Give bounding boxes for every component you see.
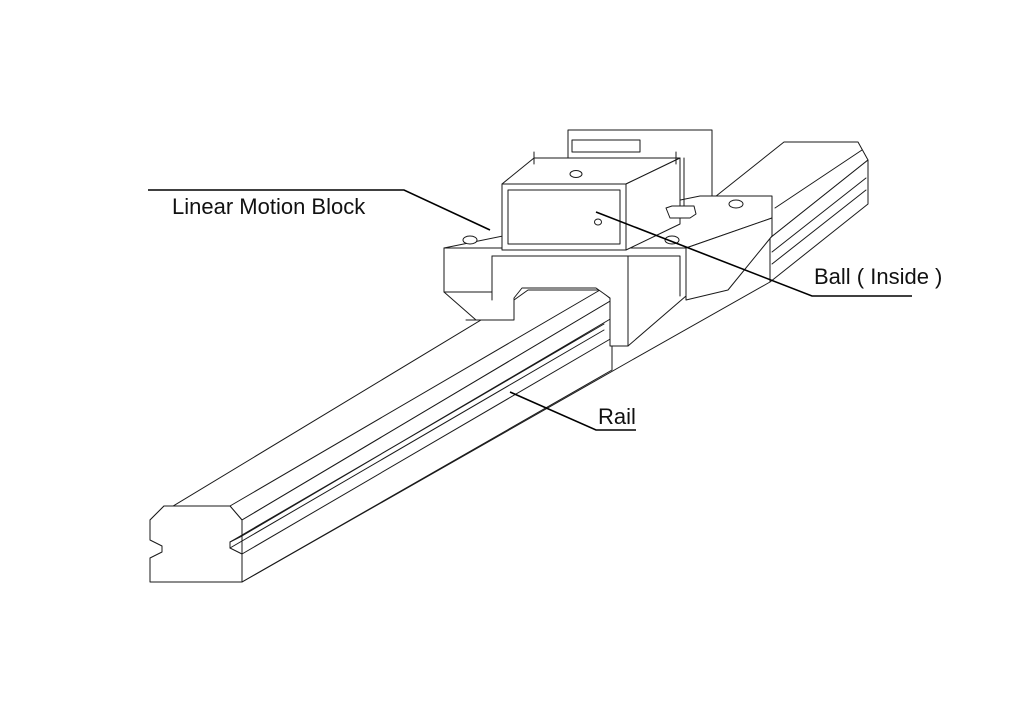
rail-end-profile: [149, 505, 243, 583]
label-rail: Rail: [598, 404, 636, 429]
leader-lines: [148, 189, 912, 431]
mounting-hole-top: [569, 170, 583, 178]
mounting-hole-front-left: [462, 235, 478, 245]
label-ball-inside: Ball ( Inside ): [814, 264, 942, 289]
rail-far-groove: [771, 149, 867, 265]
mounting-hole-center: [594, 218, 602, 226]
grease-nipple: [665, 205, 697, 219]
leader-ball: [595, 211, 912, 297]
leader-rail: [509, 391, 636, 431]
mounting-hole-front-right: [664, 235, 680, 245]
block-front-face-lines: [491, 255, 681, 347]
block-end-seal: [533, 151, 685, 211]
leader-block: [148, 189, 491, 231]
rail-chamfer-line: [229, 289, 601, 507]
rail-far-side: [769, 159, 869, 283]
label-linear-motion-block: Linear Motion Block: [172, 194, 366, 219]
block-rear-slot: [571, 139, 641, 153]
mounting-hole-rear: [728, 199, 744, 209]
block-flange-lower: [443, 255, 493, 321]
rail-groove-line: [229, 317, 613, 555]
block-upper-box-side: [625, 157, 681, 251]
linear-motion-block: [443, 129, 773, 347]
rail: [149, 141, 869, 583]
rail-base-line: [241, 281, 771, 583]
block-upper-box-inner: [507, 189, 621, 245]
